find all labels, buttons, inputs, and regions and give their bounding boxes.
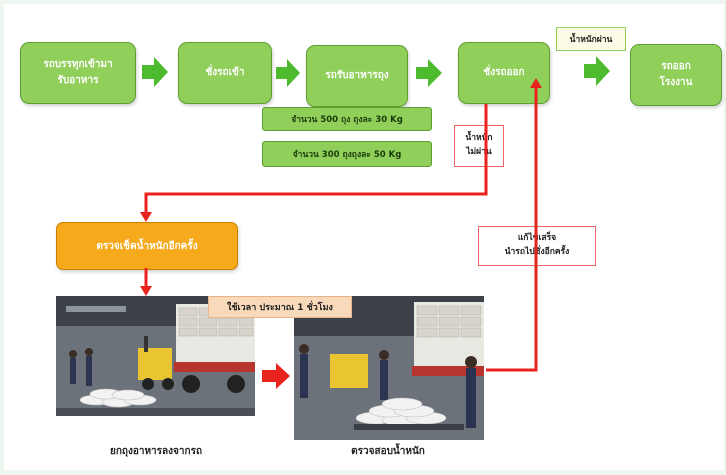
recheck-weight-box: ตรวจเช็คน้ำหนักอีกครั้ง (56, 222, 238, 270)
photo-unloading-bags (56, 296, 255, 416)
photo-checking-weight (294, 296, 484, 440)
step-weigh-in: ชั่งรถเข้า (178, 42, 272, 104)
weighing-scene-image (294, 296, 484, 440)
red-arrow-between-photos (262, 363, 290, 389)
green-arrow-1 (142, 57, 168, 87)
step-load-bags: รถรับอาหารถุง (306, 45, 408, 107)
step-truck-arrives: รถบรรทุกเข้ามา รับอาหาร (20, 42, 136, 104)
red-line-weighing-to-reweigh (486, 86, 538, 372)
red-arrowhead-photo (140, 286, 152, 296)
red-arrowhead-reweigh (530, 78, 542, 88)
quantity-info-2: จำนวน 300 ถุงถุงละ 50 Kg (262, 141, 432, 167)
red-line-fail-to-recheck (144, 104, 488, 214)
green-arrow-3 (416, 59, 442, 87)
weight-fail-note: น้ำหนัก ไม่ผ่าน (454, 125, 504, 167)
step-truck-leaves: รถออก โรงงาน (630, 44, 722, 106)
red-arrowhead-recheck (140, 212, 152, 222)
green-arrow-4 (584, 56, 610, 86)
time-estimate-note: ใช้เวลา ประมาณ 1 ชั่วโมง (208, 296, 352, 318)
weight-pass-note: น้ำหนักผ่าน (556, 27, 626, 51)
caption-unloading: ยกถุงอาหารลงจากรถ (109, 446, 203, 457)
green-arrow-2 (276, 59, 300, 87)
quantity-info-1: จำนวน 500 ถุง ถุงละ 30 Kg (262, 107, 432, 131)
caption-checking-weight: ตรวจสอบน้ำหนัก (351, 446, 425, 457)
